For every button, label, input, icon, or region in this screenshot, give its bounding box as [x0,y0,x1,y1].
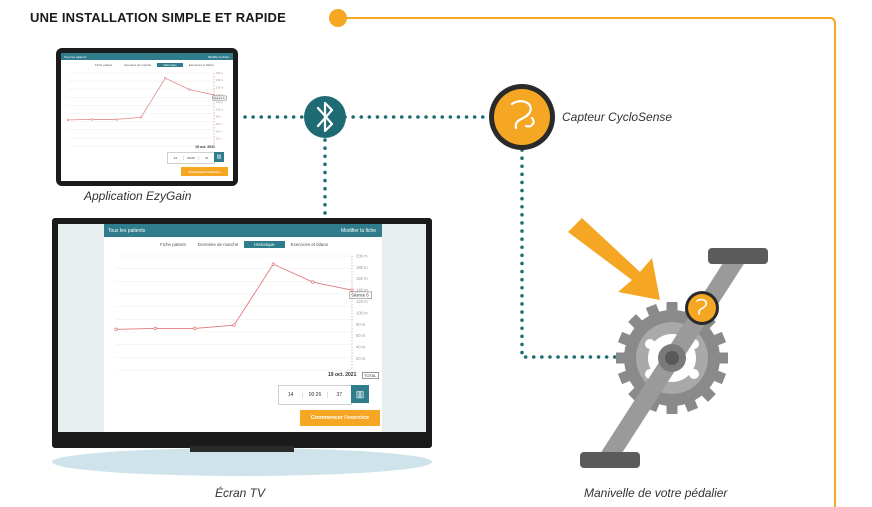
tv-stat-distance: 14 [279,392,304,398]
tv-chart-annotation-box [349,291,372,299]
tv-chart-ytick-label: 160 m [356,276,368,281]
tv-total-label: TOTAL [362,372,379,379]
tablet-chart-point[interactable] [139,116,143,119]
tv-tab-fiche[interactable]: Fiche patient [160,242,186,247]
tv-chart-point[interactable] [193,326,197,331]
tablet-stats: 14 00:26 37 [167,152,215,164]
tv-tab-donnees[interactable]: Données de marche [197,242,239,247]
tablet-chart-point[interactable] [66,118,70,122]
tv-chart-ytick-label: 40 m [356,345,366,350]
pedal-bottom [580,452,640,468]
tablet-chart-annotation-label: Séance 6 [213,96,225,100]
tablet-edit-link[interactable]: Modifier la fiche [207,55,229,59]
tablet-chart-ytick-label: 60 m [216,122,222,126]
tv-chart-ytick-label: 20 m [356,356,366,361]
tablet-chart-annotation-box [212,95,227,101]
sensor-icon [489,84,555,150]
tv-tabs: Fiche patient Données de marche Historiq… [154,240,334,249]
tv-tab-historique[interactable]: Historique [244,241,285,248]
tablet-chart-ytick-label: 140 m [216,93,223,97]
sensor-caption: Capteur CycloSense [562,110,673,124]
tv-stand-shadow [52,448,432,476]
tablet-stat-reps: 37 [205,156,209,160]
pedal-top [708,248,768,264]
tv-chart-annotation-label: Séance 6 [351,293,369,298]
orange-connector-right [829,17,836,507]
tablet-tabs: Fiche patient Données de marche Historiq… [89,62,220,68]
tv-chart-point[interactable] [350,288,354,292]
tv-chart-button[interactable]: ▥ [351,385,369,403]
tablet-chart-ytick-label: 200 m [216,71,223,75]
tv-chart-ytick-label: 200 m [356,253,368,258]
tv-chart-point[interactable] [232,323,236,327]
tablet-history-chart: 20 m 40 m 60 m 80 m 100 m 120 m 140 m 160 m 180 … [66,71,227,147]
tv-topbar: Tous les patients Modifier la fiche [104,224,382,237]
tv-chart-point[interactable] [153,326,157,331]
tv-chart-ytick-label: 60 m [356,333,366,338]
tv-date: 19 oct. 2021 [328,372,357,378]
tv-back-link[interactable]: Tous les patients [108,228,146,234]
tv-start-exercise-button[interactable]: Commencer l'exercice [300,410,380,426]
tablet-date: 19 oct. 2021 [195,145,215,149]
tablet-stat-distance: 14 [168,156,184,160]
tv-chart-point[interactable] [271,262,275,266]
tablet-chart-point[interactable] [212,93,216,97]
tv-chart-ytick-label: 100 m [356,310,368,315]
tablet-chart-point[interactable] [164,77,167,80]
tv-chart-ytick-label: 80 m [356,322,366,327]
tv-chart-ytick-label: 180 m [356,265,368,270]
tv-stat-reps: 37 [336,392,343,398]
tablet-chart-ytick-label: 20 m [216,137,222,141]
tablet-chart-point[interactable] [91,118,94,121]
tv-history-chart: 20 m 40 m 60 m 80 m 100 m 120 m 140 m 160 m 180 … [114,253,372,371]
tv-stats: 14 00:26 37 [278,385,352,405]
title-dot [329,9,347,27]
tablet-chart-button[interactable]: ▥ [214,152,224,162]
tablet-chart-ytick-label: 160 m [216,85,223,89]
tv-chart-point[interactable] [311,280,315,284]
tablet-back-link[interactable]: Tous les patients [64,55,87,59]
tablet-chart-ytick-label: 120 m [216,100,223,104]
tablet-chart-ytick-label: 180 m [216,78,223,82]
tablet-caption: Application EzyGain [84,189,192,203]
tv-stat-time: 00:26 [303,392,328,398]
tv-caption: Écran TV [215,486,266,500]
tablet-chart-ytick-label: 80 m [216,115,222,119]
tv-neck [190,446,294,452]
tv-screen: Tous les patients Modifier la fiche Fich… [58,224,426,432]
tablet-start-exercise-button[interactable]: Commencer l'exercice [181,167,228,176]
tablet-stat-time: 00:26 [184,156,200,160]
tv-chart-ytick-label: 120 m [356,299,368,304]
tablet-screen: Tous les patients Modifier la fiche Fich… [61,53,233,181]
crank-caption: Manivelle de votre pédalier [584,486,728,500]
tv-chart-ytick-label: 140 m [356,288,368,293]
tablet-chart-ytick-label: 100 m [216,107,223,111]
tablet-tab-exercices[interactable]: Exercices et bilans [188,63,214,67]
tablet-chart-point[interactable] [115,118,118,121]
page-title: UNE INSTALLATION SIMPLE ET RAPIDE [30,10,287,25]
crank-illustration [568,218,768,468]
tablet-chart-point[interactable] [188,88,191,91]
bluetooth-icon [304,96,346,138]
tv-chart-point[interactable] [114,327,118,331]
tablet-tab-fiche[interactable]: Fiche patient [95,63,113,67]
tablet-chart-ytick-label: 40 m [216,129,222,133]
tablet-tab-historique[interactable]: Historique [157,63,183,67]
tablet-topbar: Tous les patients Modifier la fiche [61,53,233,60]
tv-tab-exercices[interactable]: Exercices et bilans [290,242,329,247]
orange-arrow-icon [568,218,660,300]
tv-edit-link[interactable]: Modifier la fiche [340,228,376,234]
tablet-tab-donnees[interactable]: Données de marche [124,63,152,67]
